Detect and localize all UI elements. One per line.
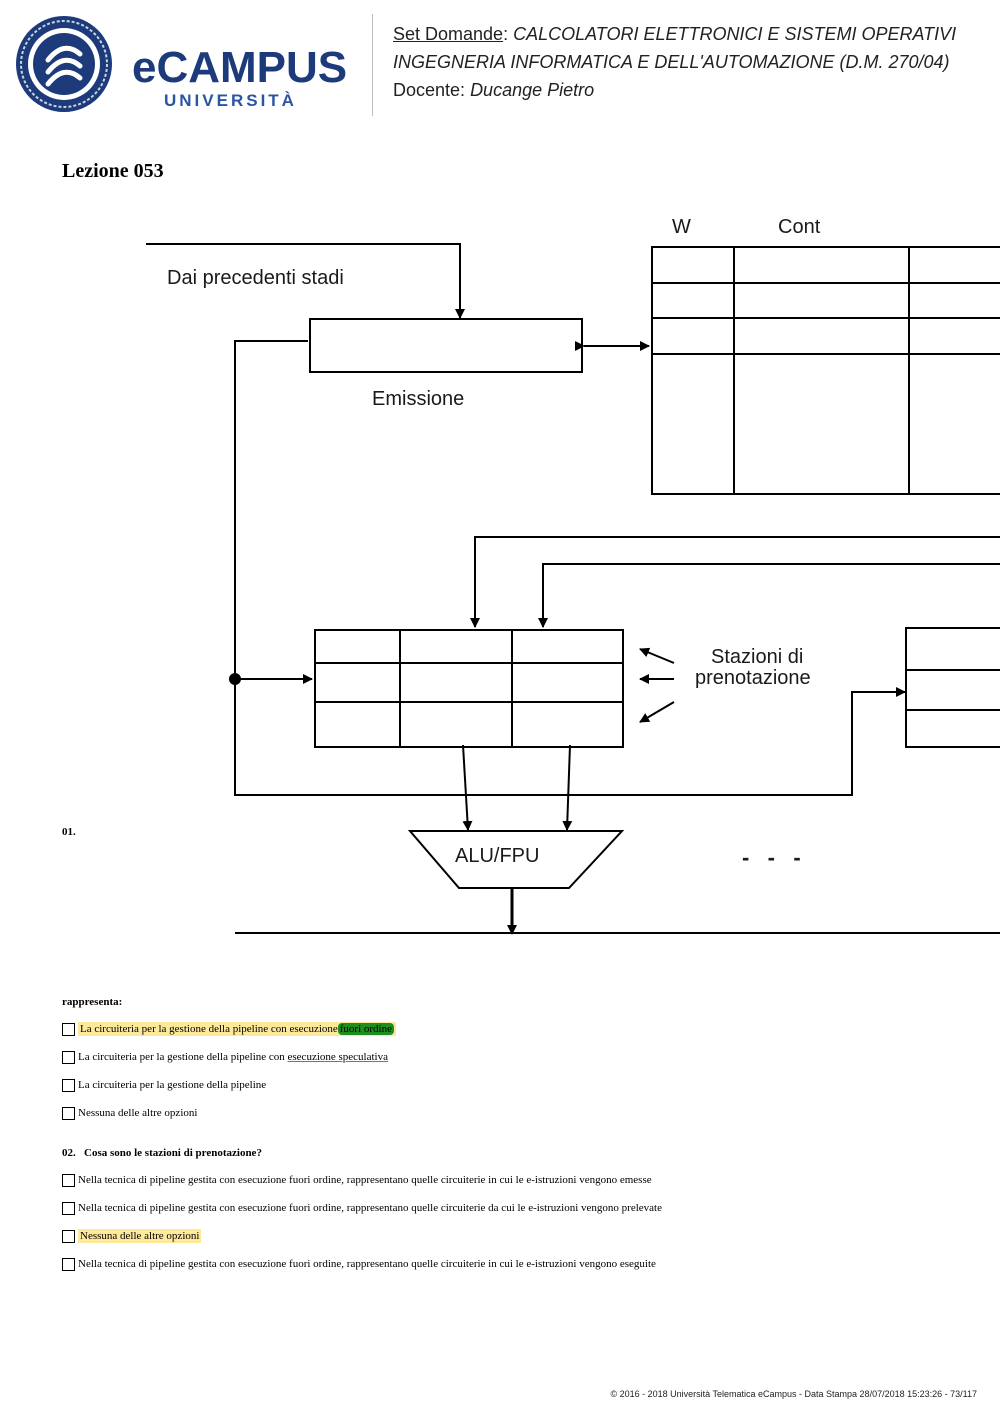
course-name: CALCOLATORI ELETTRONICI E SISTEMI OPERAT…	[513, 24, 957, 44]
checkbox[interactable]	[62, 1229, 75, 1243]
q1-tail: rappresenta:	[62, 996, 123, 1008]
reservation-station-1	[314, 629, 624, 748]
option-text: La circuiteria per la gestione della pip…	[78, 1022, 396, 1036]
label-issue: Emissione	[372, 388, 464, 410]
option-text: Nessuna delle altre opzioni	[78, 1229, 202, 1243]
checkbox[interactable]	[62, 1106, 75, 1120]
q1-option-4[interactable]: Nessuna delle altre opzioni	[62, 1105, 197, 1121]
checkbox[interactable]	[62, 1050, 75, 1064]
reservation-station-2	[905, 627, 1000, 748]
option-text: Nessuna delle altre opzioni	[78, 1107, 198, 1119]
teacher-name: Ducange Pietro	[470, 80, 595, 100]
header-text: Set Domande: CALCOLATORI ELETTRONICI E S…	[393, 20, 993, 104]
q2-option-4[interactable]: Nella tecnica di pipeline gestita con es…	[62, 1256, 656, 1272]
q1-number: 01.	[62, 826, 76, 838]
alu-fpu-unit	[407, 830, 625, 889]
q2-option-3[interactable]: Nessuna delle altre opzioni	[62, 1228, 202, 1244]
option-text: La circuiteria per la gestione della pip…	[78, 1051, 388, 1063]
input-arrow	[146, 243, 465, 319]
set-label: Set Domande	[393, 24, 504, 44]
label-cont: Cont	[778, 216, 821, 238]
teacher-label: Docente:	[393, 80, 466, 100]
checkbox[interactable]	[62, 1201, 75, 1215]
option-text: Nella tecnica di pipeline gestita con es…	[78, 1202, 662, 1214]
label-alu-fpu: ALU/FPU	[455, 845, 539, 867]
q1-option-3[interactable]: La circuiteria per la gestione della pip…	[62, 1077, 266, 1093]
lesson-title: Lezione 053	[62, 160, 164, 182]
page-footer: © 2016 - 2018 Università Telematica eCam…	[610, 1389, 977, 1399]
q2-option-2[interactable]: Nella tecnica di pipeline gestita con es…	[62, 1200, 662, 1216]
label-stations-2: prenotazione	[695, 667, 811, 689]
checkbox[interactable]	[62, 1022, 75, 1036]
logo-word: eCAMPUS	[132, 43, 347, 92]
label-from-previous: Dai precedenti stadi	[167, 267, 344, 289]
issue-box	[309, 318, 583, 373]
option-text: Nella tecnica di pipeline gestita con es…	[78, 1174, 652, 1186]
highlight-answer: fuori ordine	[337, 1023, 394, 1035]
label-w: W	[672, 216, 691, 238]
q1-option-2[interactable]: La circuiteria per la gestione della pip…	[62, 1049, 388, 1065]
checkbox[interactable]	[62, 1173, 75, 1187]
ecampus-logo: eCAMPUS UNIVERSITÀ	[16, 16, 347, 112]
degree-name: INGEGNERIA INFORMATICA E DELL'AUTOMAZION…	[393, 52, 950, 72]
checkbox[interactable]	[62, 1078, 75, 1092]
underlined-answer: esecuzione speculativa	[287, 1051, 388, 1063]
q2-option-1[interactable]: Nella tecnica di pipeline gestita con es…	[62, 1172, 652, 1188]
label-stations-1: Stazioni di	[711, 646, 803, 668]
header-divider	[372, 14, 373, 116]
pipeline-diagram: W Cont Dai precedenti stadi Emissione St…	[146, 216, 1000, 935]
q1-option-1[interactable]: La circuiteria per la gestione della pip…	[62, 1021, 396, 1037]
q2-title: 02. Cosa sono le stazioni di prenotazion…	[62, 1147, 262, 1159]
checkbox[interactable]	[62, 1257, 75, 1271]
label-dots: - - -	[742, 845, 801, 870]
option-text: La circuiteria per la gestione della pip…	[78, 1079, 267, 1091]
logo-sub: UNIVERSITÀ	[164, 91, 297, 110]
option-text: Nella tecnica di pipeline gestita con es…	[78, 1258, 656, 1270]
register-table	[651, 246, 1000, 495]
